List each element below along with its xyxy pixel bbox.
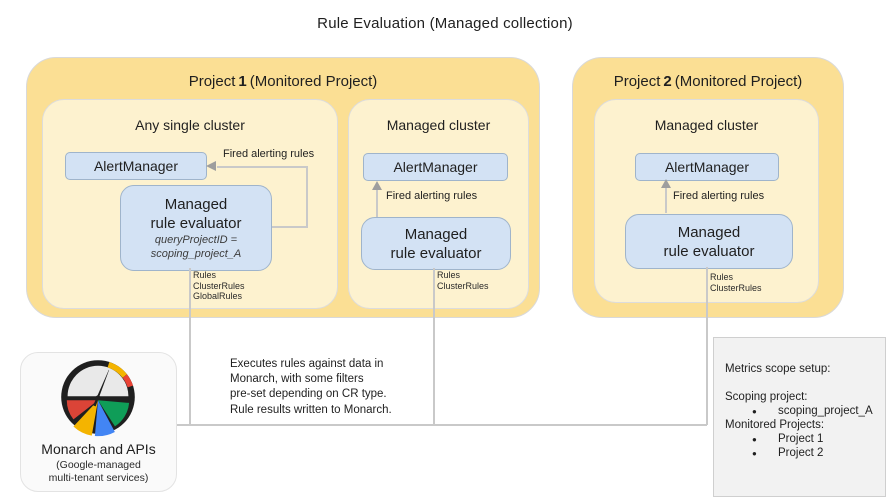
note-line: Executes rules against data in [230,358,384,370]
evaluator-query-project-line1: queryProjectID = [154,234,238,246]
arrowhead-up-icon [372,181,382,190]
monarch-subtitle-line2: multi-tenant services) [48,472,149,484]
arrowhead-up-icon [661,179,671,188]
project-header-suffix: (Monitored Project) [249,73,378,90]
rule-types-label: Rules ClusterRules GlobalRules [193,270,245,302]
connector-up [665,186,667,213]
note-text: Executes rules against data in Monarch, … [230,357,440,418]
evaluator-query-project-line2: scoping_project_A [150,248,242,260]
metrics-scope-panel: Metrics scope setup: Scoping project: ● … [713,337,886,497]
bullet-icon: ● [752,435,757,444]
scoping-project-item: ● scoping_project_A [725,405,881,419]
managed-rule-evaluator-box: Managed rule evaluator queryProjectID = … [120,185,272,271]
fired-alerting-rules-label: Fired alerting rules [386,190,478,202]
monitored-projects-label: Monitored Projects: [725,419,825,431]
monarch-title: Monarch and APIs [41,441,156,457]
note-line: pre-set depending on CR type. [230,388,387,401]
rule-types-label: Rules ClusterRules [437,270,489,291]
fired-alerting-rules-label: Fired alerting rules [673,190,765,202]
monitored-project-value: Project 2 [778,447,824,459]
metrics-scope-heading: Metrics scope setup: [725,363,831,375]
connector-up [376,188,378,217]
rule-type: ClusterRules [193,280,245,291]
monitored-project-item: ● Project 2 [725,447,881,461]
scoping-project-label: Scoping project: [725,391,808,403]
rule-type: Rules [437,270,461,280]
connector-loop-side [306,166,308,227]
cluster-title: Managed cluster [386,117,491,133]
cluster-title: Managed cluster [654,117,759,133]
bullet-icon: ● [752,449,757,458]
evaluator-line1: Managed [164,196,228,213]
rule-types-label: Rules ClusterRules [710,272,762,293]
rule-type: Rules [193,270,217,280]
cluster-managed-p1: Managed cluster AlertManager Fired alert… [348,99,529,309]
managed-rule-evaluator-box: Managed rule evaluator [625,214,793,269]
diagram-title: Rule Evaluation (Managed collection) [317,15,573,32]
alertmanager-box: AlertManager [363,153,508,181]
alertmanager-box: AlertManager [65,152,207,180]
rule-type: GlobalRules [193,291,243,301]
connector-evaluator3-down [706,267,708,425]
project-number: 2 [663,73,672,90]
monitored-project-item: ● Project 1 [725,433,881,447]
alertmanager-label: AlertManager [393,159,478,175]
connector-loop-bottom [272,226,308,228]
project-header-suffix: (Monitored Project) [674,73,803,90]
connector-to-monarch [177,424,707,426]
connector-loop-top [217,166,307,168]
fired-alerting-rules-label: Fired alerting rules [223,148,315,160]
rule-type: ClusterRules [710,282,762,293]
rule-type: Rules [710,272,734,282]
monitored-project-value: Project 1 [778,433,824,445]
bullet-icon: ● [752,407,757,416]
cluster-managed-p2: Managed cluster AlertManager Fired alert… [594,99,819,303]
project-number: 1 [238,73,247,90]
project-header-prefix: Project [188,73,236,90]
scoping-project-value: scoping_project_A [778,405,873,417]
note-line: Monarch, with some filters [230,373,364,386]
note-line: Rule results written to Monarch. [230,403,392,416]
monarch-gauge-icon [61,360,135,437]
alertmanager-label: AlertManager [93,158,179,174]
monarch-subtitle-line1: (Google-managed [56,459,141,471]
alertmanager-box: AlertManager [635,153,779,181]
evaluator-line2: rule evaluator [663,242,755,260]
alertmanager-label: AlertManager [664,159,750,175]
project-header-prefix: Project [613,73,661,90]
connector-evaluator1-down [189,268,191,425]
connector-evaluator2-down [433,268,435,425]
evaluator-line1: Managed [404,225,468,243]
evaluator-line2: rule evaluator [390,244,482,262]
evaluator-line2: rule evaluator [150,215,242,232]
evaluator-line1: Managed [677,223,741,241]
arrowhead-left-icon [206,161,216,171]
managed-rule-evaluator-box: Managed rule evaluator [361,217,511,270]
cluster-title: Any single cluster [135,117,245,133]
rule-type: ClusterRules [437,280,489,291]
monarch-box: Monarch and APIs (Google-managed multi-t… [20,352,177,492]
